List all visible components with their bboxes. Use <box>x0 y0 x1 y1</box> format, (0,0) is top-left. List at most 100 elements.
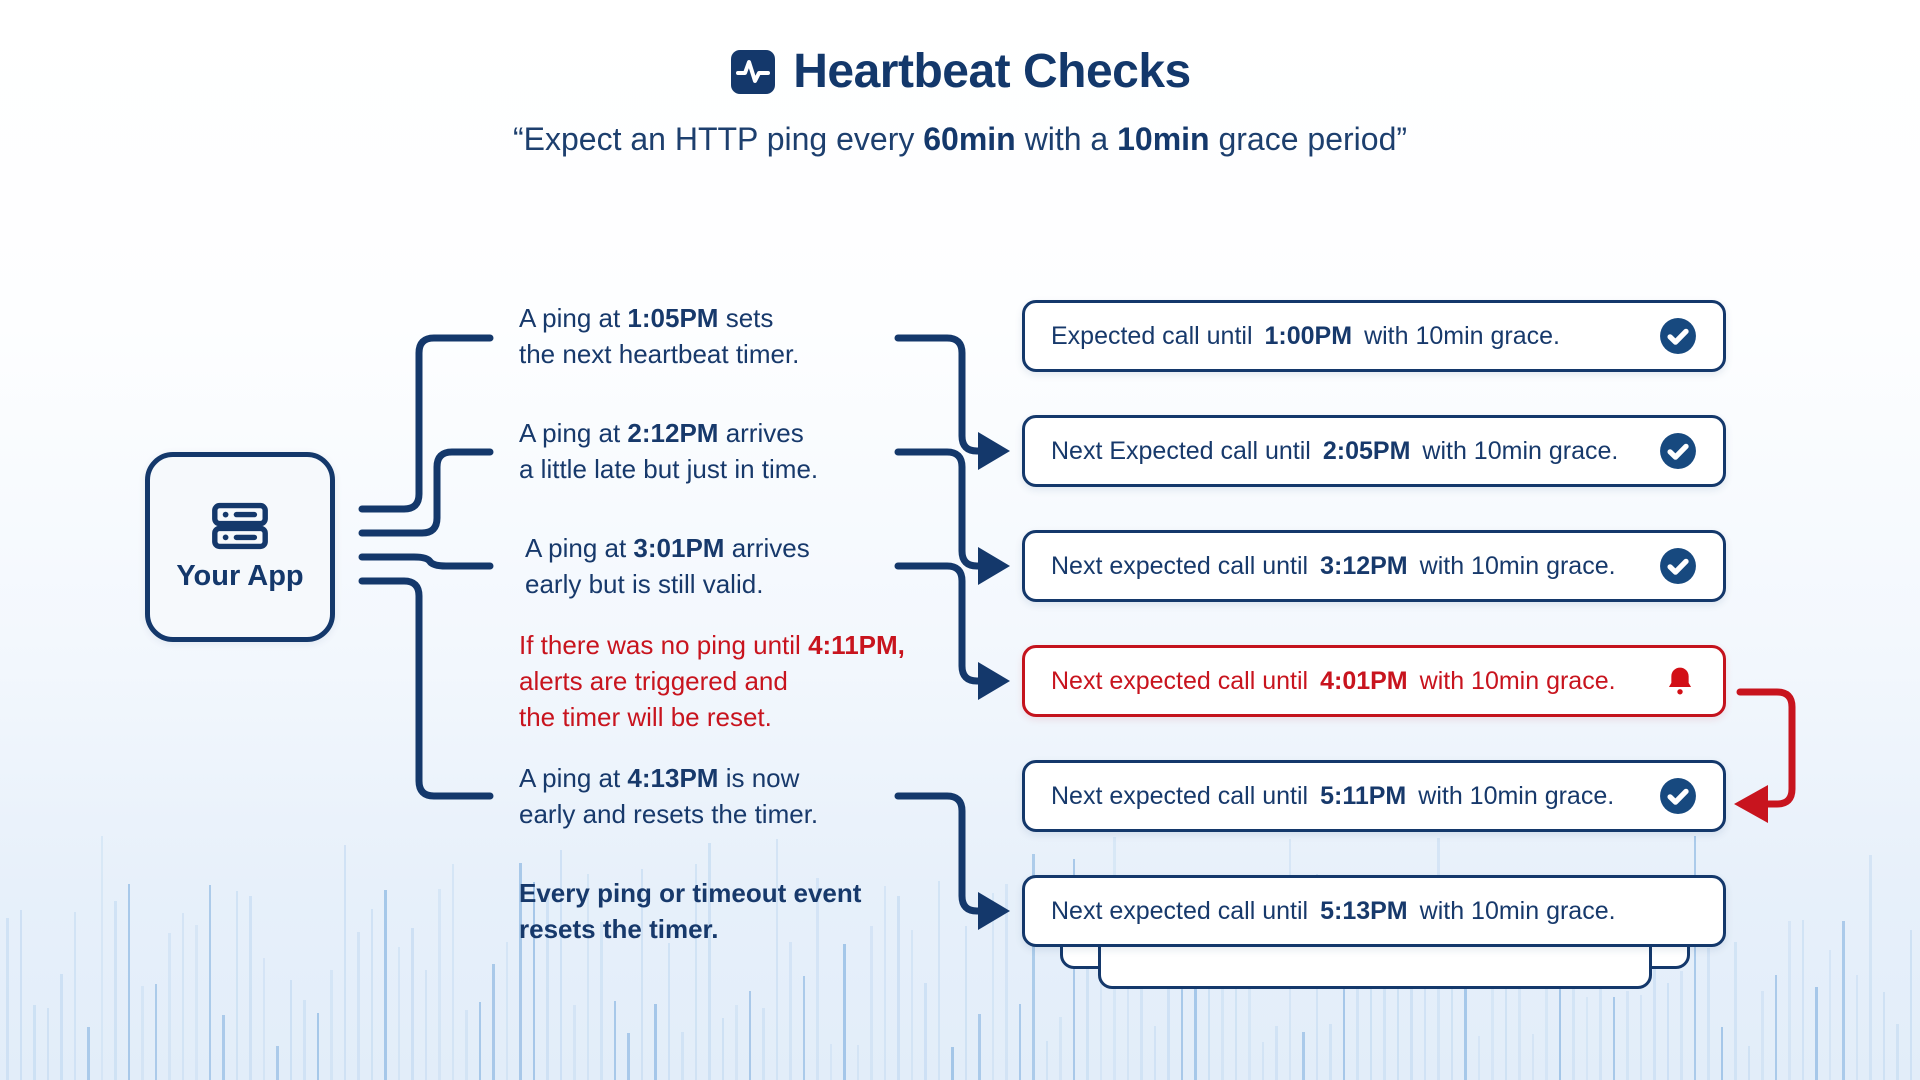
status-text-post: with 10min grace. <box>1422 436 1619 465</box>
waveform-bar <box>6 917 9 1080</box>
waveform-bar <box>465 1010 468 1080</box>
server-icon <box>212 502 268 549</box>
waveform-bar <box>1005 884 1008 1080</box>
waveform-bar <box>343 844 346 1080</box>
waveform-bar <box>681 1031 684 1080</box>
status-box-3: Next expected call until 3:12PM with 10m… <box>1022 530 1726 602</box>
waveform-bar <box>762 1007 765 1080</box>
check-circle-icon <box>1660 778 1696 814</box>
annotation-ping-1: A ping at 1:05PM sets the next heartbeat… <box>519 300 799 372</box>
annotation-text-pre: A ping at <box>519 418 628 448</box>
waveform-bar <box>1815 987 1818 1080</box>
waveform-bar <box>181 912 184 1080</box>
waveform-bar <box>1869 855 1872 1080</box>
waveform-bar <box>1018 1004 1021 1080</box>
waveform-bar <box>924 983 927 1080</box>
waveform-bar <box>802 976 805 1080</box>
status-box-5: Next expected call until 5:11PM with 10m… <box>1022 760 1726 832</box>
status-text-post: with 10min grace. <box>1364 321 1560 350</box>
waveform-bar <box>114 901 117 1080</box>
waveform-bar <box>654 1003 657 1080</box>
waveform-bar <box>910 930 913 1080</box>
annotation-time: 4:11PM, <box>808 630 905 660</box>
status-time: 3:12PM <box>1320 551 1408 580</box>
waveform-bar <box>1680 971 1683 1080</box>
waveform-bar <box>1275 1026 1278 1080</box>
waveform-bar <box>249 895 252 1080</box>
waveform-bar <box>154 984 157 1080</box>
waveform-bar <box>1666 983 1669 1080</box>
waveform-bar <box>843 944 846 1080</box>
waveform-bar <box>1329 1023 1332 1080</box>
annotation-text-pre: A ping at <box>525 533 634 563</box>
waveform-bar <box>1612 997 1615 1080</box>
arrowheads <box>978 432 1010 930</box>
title-row: Heartbeat Checks <box>0 44 1920 99</box>
annotation-text-pre: If there was no ping until <box>519 630 809 660</box>
waveform-bar <box>1504 980 1507 1080</box>
waveform-bar <box>505 942 508 1080</box>
waveform-bar <box>667 942 670 1080</box>
annotation-time: 4:13PM <box>627 763 719 793</box>
waveform-bar <box>195 925 198 1080</box>
annotation-text-pre: Every ping or timeout event resets the t… <box>519 878 862 944</box>
waveform-bar <box>1909 929 1912 1080</box>
waveform-bar <box>897 896 900 1080</box>
annotation-time: 1:05PM <box>627 303 719 333</box>
waveform-bar <box>748 991 751 1080</box>
waveform-bar <box>478 1001 481 1080</box>
waveform-bar <box>262 957 265 1080</box>
waveform-bar <box>33 1005 36 1080</box>
waveform-bar <box>289 979 292 1080</box>
status-time: 5:13PM <box>1320 896 1408 925</box>
annotation-text-pre: A ping at <box>519 763 628 793</box>
waveform-bar <box>627 1033 630 1080</box>
annotation-to-box-connectors <box>894 334 984 915</box>
waveform-bar <box>330 970 333 1080</box>
waveform-bar <box>964 926 967 1080</box>
waveform-bar <box>87 1026 90 1080</box>
status-icon-slot <box>1659 547 1697 585</box>
status-text-post: with 10min grace. <box>1419 551 1616 580</box>
activity-pulse-icon <box>731 49 776 94</box>
waveform-bar <box>789 942 792 1080</box>
annotation-time: 2:12PM <box>627 418 719 448</box>
waveform-bar <box>492 963 495 1080</box>
waveform-bar <box>1761 991 1764 1080</box>
waveform-bar <box>303 999 306 1080</box>
waveform-bar <box>276 1046 279 1080</box>
your-app-label: Your App <box>176 559 304 592</box>
status-icon-slot <box>1659 777 1697 815</box>
status-text-post: with 10min grace. <box>1419 896 1616 925</box>
waveform-bar <box>100 836 103 1080</box>
waveform-bar <box>1828 949 1831 1080</box>
waveform-bar <box>168 932 171 1080</box>
status-text-pre: Next expected call until <box>1051 781 1309 810</box>
waveform-bar <box>1531 1034 1534 1080</box>
your-app-node: Your App <box>145 452 335 642</box>
waveform-bar <box>978 1014 981 1080</box>
annotation-text-post: sets the next heartbeat timer. <box>519 303 800 369</box>
annotation-timeout-alert: If there was no ping until 4:11PM, alert… <box>519 627 905 735</box>
waveform-bar <box>411 927 414 1080</box>
status-text-pre: Expected call until <box>1051 321 1253 350</box>
status-icon-slot <box>1659 317 1697 355</box>
annotation-time: 3:01PM <box>633 533 725 563</box>
annotation-reset-note: Every ping or timeout event resets the t… <box>519 875 861 947</box>
annotation-ping-2: A ping at 2:12PM arrives a little late b… <box>519 415 818 487</box>
check-circle-icon <box>1660 433 1696 469</box>
waveform-bar <box>1585 996 1588 1080</box>
bell-icon <box>1668 667 1692 695</box>
status-box-4-alert: Next expected call until 4:01PM with 10m… <box>1022 645 1726 717</box>
waveform-bar <box>573 1004 576 1080</box>
alert-reset-connector <box>1734 688 1796 823</box>
status-text-pre: Next expected call until <box>1051 666 1309 695</box>
status-time: 4:01PM <box>1320 666 1408 695</box>
status-time: 5:11PM <box>1320 781 1407 810</box>
waveform-bar <box>46 1007 49 1080</box>
waveform-bar <box>316 1012 319 1080</box>
waveform-bar <box>1720 1026 1723 1080</box>
waveform-bar <box>829 1044 832 1080</box>
waveform-bar <box>1477 1036 1480 1080</box>
check-circle-icon <box>1660 548 1696 584</box>
